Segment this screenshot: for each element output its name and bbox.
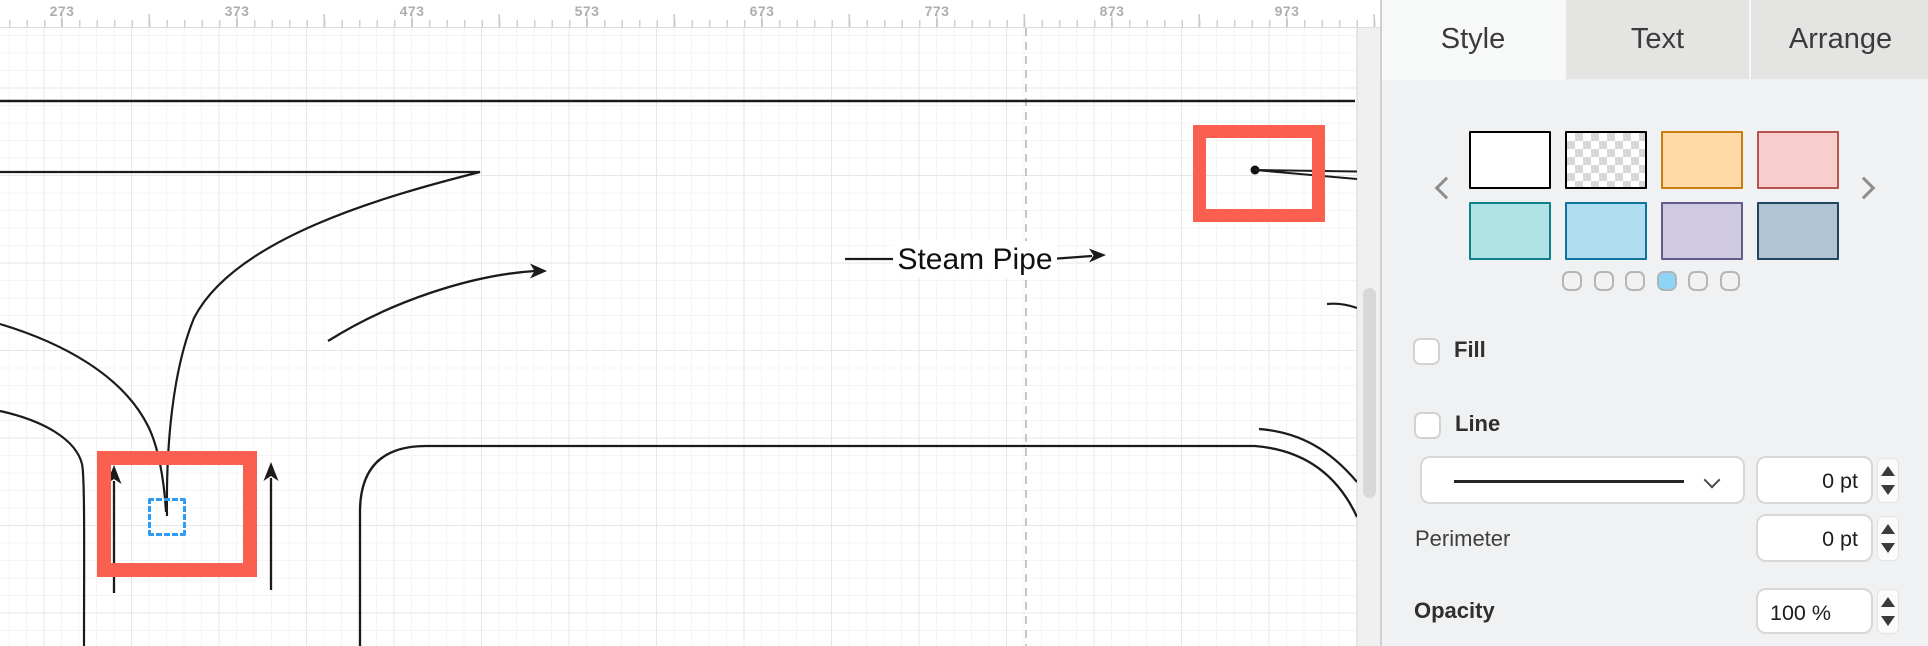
pipe-corner-inner[interactable] bbox=[1258, 427, 1358, 483]
swatch-page-dot-4[interactable] bbox=[1656, 271, 1677, 291]
tab-arrange[interactable]: Arrange bbox=[1751, 0, 1928, 79]
tab-divider bbox=[1564, 0, 1566, 79]
ruler-label: 773 bbox=[924, 3, 950, 19]
swatch-page-dot-3[interactable] bbox=[1625, 271, 1646, 291]
style-swatch-style-teal[interactable] bbox=[1469, 202, 1551, 260]
swatch-next-chevron-icon[interactable] bbox=[1852, 176, 1876, 200]
line-style-dropdown[interactable] bbox=[1420, 456, 1745, 504]
style-swatch-style-none[interactable] bbox=[1469, 131, 1551, 189]
line-checkbox[interactable] bbox=[1414, 412, 1441, 439]
perimeter-stepper[interactable] bbox=[1877, 516, 1899, 561]
tab-style[interactable]: Style bbox=[1382, 0, 1564, 80]
edge-endpoint-lines[interactable] bbox=[1254, 169, 1358, 180]
red-annotation-box-junction bbox=[97, 451, 257, 577]
tab-divider bbox=[1749, 0, 1751, 79]
stepper-up-icon[interactable] bbox=[1881, 466, 1895, 476]
style-swatch-style-orange[interactable] bbox=[1661, 131, 1743, 189]
pipe-fragment[interactable] bbox=[1326, 302, 1358, 310]
fill-label: Fill bbox=[1454, 337, 1486, 362]
perimeter-input[interactable]: 0 pt bbox=[1756, 514, 1873, 562]
ruler-label: 873 bbox=[1099, 3, 1125, 19]
style-swatch-style-purple[interactable] bbox=[1661, 202, 1743, 260]
line-label: Line bbox=[1455, 411, 1501, 436]
pipe-curve-down[interactable] bbox=[0, 409, 86, 646]
format-panel: Style Text Arrange Fill Line 0 pt Perime… bbox=[1380, 0, 1928, 646]
line-width-input[interactable]: 0 pt bbox=[1756, 456, 1873, 504]
swatch-page-dot-2[interactable] bbox=[1593, 271, 1614, 291]
ruler-label: 573 bbox=[574, 3, 600, 19]
steam-pipe-arrow-head bbox=[1089, 248, 1106, 263]
swatch-page-dot-5[interactable] bbox=[1688, 271, 1709, 291]
flow-arrow-head bbox=[530, 263, 547, 279]
horizontal-ruler: 273 373 473 573 673 773 873 973 bbox=[0, 0, 1380, 28]
line-width-stepper[interactable] bbox=[1877, 458, 1899, 503]
selected-element-highlight[interactable] bbox=[148, 498, 186, 536]
red-annotation-box-endpoint bbox=[1193, 125, 1325, 222]
swatch-prev-chevron-icon[interactable] bbox=[1434, 176, 1458, 200]
style-swatch-style-blue[interactable] bbox=[1565, 202, 1647, 260]
pipe-corner[interactable] bbox=[358, 444, 1359, 646]
vertical-scrollbar-thumb[interactable] bbox=[1363, 288, 1376, 498]
ruler-label: 273 bbox=[49, 3, 75, 19]
ruler-label: 973 bbox=[1274, 3, 1300, 19]
swatch-page-dot-1[interactable] bbox=[1562, 271, 1582, 291]
ruler-label: 373 bbox=[224, 3, 250, 19]
steam-pipe-label[interactable]: Steam Pipe bbox=[893, 241, 1057, 278]
stepper-down-icon[interactable] bbox=[1881, 616, 1895, 626]
diagram-canvas[interactable]: Steam Pipe 273 373 473 573 673 773 873 973 bbox=[0, 0, 1380, 646]
vertical-scrollbar[interactable] bbox=[1357, 28, 1380, 646]
opacity-stepper[interactable] bbox=[1877, 589, 1899, 634]
stepper-up-icon[interactable] bbox=[1881, 524, 1895, 534]
pipe-curve-left[interactable] bbox=[0, 170, 481, 517]
diagram-shapes bbox=[0, 28, 1359, 646]
steam-pipe-line-right[interactable] bbox=[1050, 254, 1093, 261]
swatch-page-dot-6[interactable] bbox=[1720, 271, 1740, 291]
ruler-major-ticks bbox=[61, 14, 1380, 27]
flow-arrow-curve[interactable] bbox=[327, 269, 536, 342]
opacity-input[interactable]: 100 % bbox=[1756, 588, 1873, 634]
ruler-label: 673 bbox=[749, 3, 775, 19]
stepper-up-icon[interactable] bbox=[1881, 597, 1895, 607]
stepper-down-icon[interactable] bbox=[1881, 543, 1895, 553]
opacity-label: Opacity bbox=[1414, 598, 1495, 623]
style-swatch-style-gray-blue[interactable] bbox=[1757, 202, 1839, 260]
fill-checkbox[interactable] bbox=[1413, 338, 1440, 365]
line-width-value: 0 pt bbox=[1822, 469, 1858, 493]
perimeter-label: Perimeter bbox=[1415, 526, 1511, 551]
chevron-down-icon bbox=[1703, 471, 1721, 489]
up-arrow-right-head bbox=[263, 462, 279, 481]
line-style-sample bbox=[1454, 480, 1684, 483]
ruler-label: 473 bbox=[399, 3, 425, 19]
tab-text[interactable]: Text bbox=[1566, 0, 1749, 79]
perimeter-value: 0 pt bbox=[1822, 527, 1858, 551]
pipe-curve-junction[interactable] bbox=[0, 322, 168, 513]
stepper-down-icon[interactable] bbox=[1881, 485, 1895, 495]
opacity-value: 100 % bbox=[1770, 601, 1831, 625]
style-swatch-style-red[interactable] bbox=[1757, 131, 1839, 189]
style-swatch-style-transparent[interactable] bbox=[1565, 131, 1647, 189]
format-panel-tabs: Style Text Arrange bbox=[1382, 0, 1928, 80]
canvas-grid[interactable] bbox=[0, 28, 1380, 646]
